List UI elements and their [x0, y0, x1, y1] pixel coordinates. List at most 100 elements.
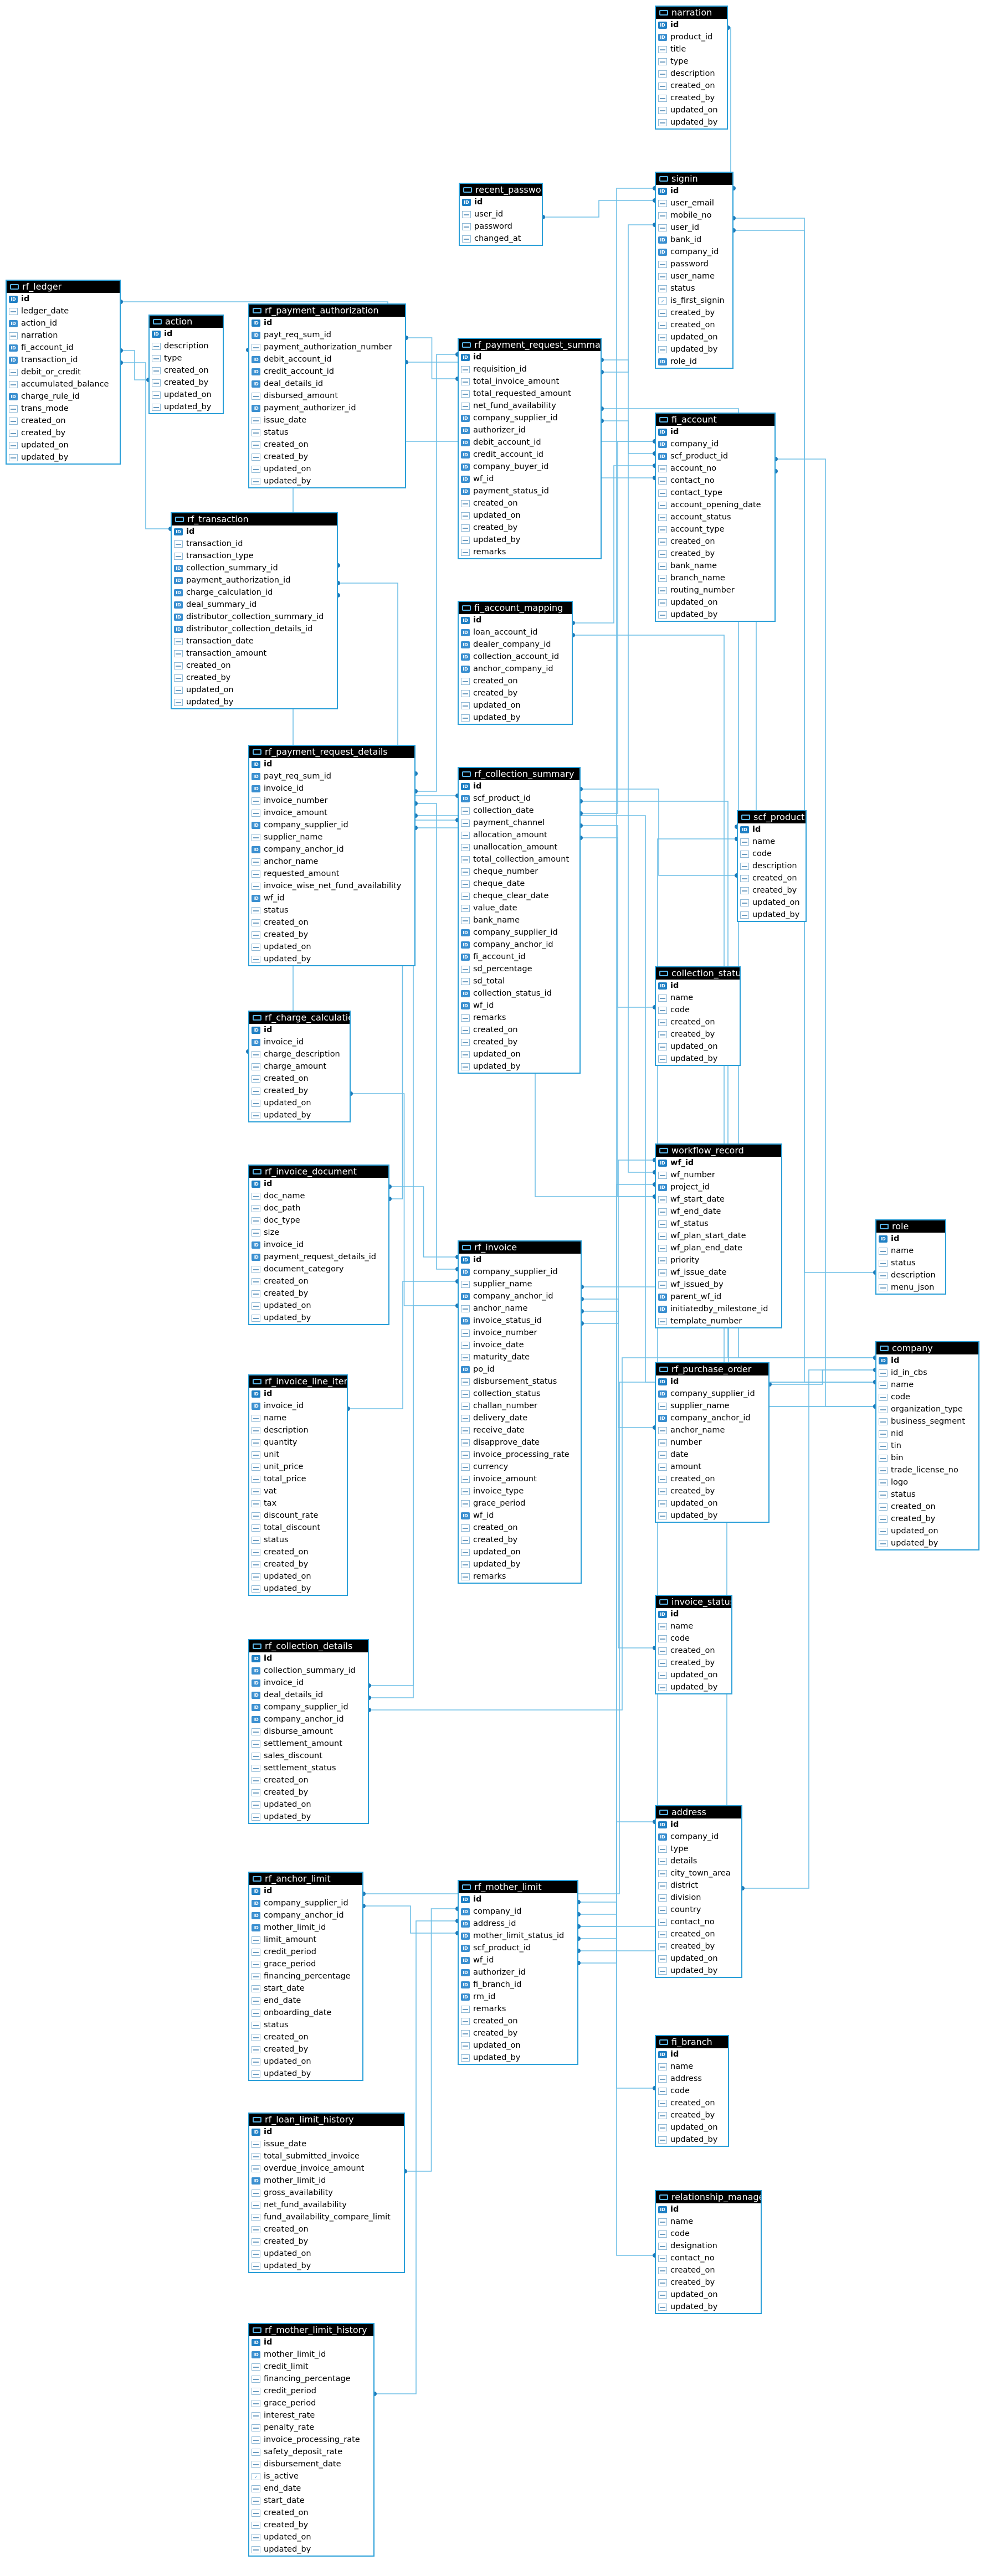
table-row[interactable]: invoice_wise_net_fund_availability: [249, 880, 414, 892]
table-row[interactable]: updated_on: [249, 941, 414, 953]
table-row[interactable]: supplier_name: [249, 831, 414, 843]
table-row[interactable]: created_by: [459, 1036, 579, 1048]
table-row[interactable]: debit_or_credit: [7, 366, 120, 378]
table-row[interactable]: created_on: [459, 497, 601, 509]
table-row[interactable]: credit_period: [249, 1946, 362, 1958]
table-row[interactable]: cheque_clear_date: [459, 890, 579, 902]
table-recent-password[interactable]: recent_passwordIDiduser_idpasswordchange…: [459, 183, 543, 246]
table-row[interactable]: routing_number: [656, 584, 774, 596]
table-row[interactable]: status: [249, 1534, 347, 1546]
table-row[interactable]: updated_by: [150, 401, 223, 413]
table-row[interactable]: created_by: [656, 92, 727, 104]
table-row[interactable]: created_on: [656, 80, 727, 92]
table-row[interactable]: mobile_no: [656, 209, 732, 221]
table-row[interactable]: remarks: [459, 2003, 577, 2015]
table-row[interactable]: value_date: [459, 902, 579, 914]
table-row[interactable]: ledger_date: [7, 305, 120, 317]
table-row[interactable]: logo: [876, 1476, 978, 1488]
table-row[interactable]: updated_on: [249, 1097, 350, 1109]
table-row[interactable]: created_on: [7, 415, 120, 427]
table-row[interactable]: created_by: [656, 1657, 731, 1669]
table-row[interactable]: created_on: [656, 2097, 728, 2109]
table-row[interactable]: updated_by: [656, 1053, 740, 1065]
table-row[interactable]: penalty_rate: [249, 2422, 373, 2434]
table-row[interactable]: user_id: [460, 208, 542, 220]
table-row[interactable]: created_by: [656, 1940, 741, 1952]
table-row[interactable]: status: [249, 426, 405, 439]
table-row[interactable]: account_type: [656, 523, 774, 535]
table-row[interactable]: created_on: [249, 1774, 368, 1786]
table-row[interactable]: disbursement_date: [249, 2458, 373, 2470]
table-row[interactable]: updated_on: [459, 1546, 581, 1558]
table-row[interactable]: updated_by: [656, 2301, 761, 2313]
table-row[interactable]: total_discount: [249, 1522, 347, 1534]
table-row[interactable]: invoice_processing_rate: [249, 2434, 373, 2446]
table-row[interactable]: updated_by: [656, 2134, 728, 2146]
table-row[interactable]: maturity_date: [459, 1351, 581, 1363]
table-row[interactable]: doc_name: [249, 1190, 388, 1202]
table-row[interactable]: disbursed_amount: [249, 390, 405, 402]
table-row[interactable]: updated_by: [249, 1583, 347, 1595]
table-row[interactable]: name: [656, 2060, 728, 2073]
table-row[interactable]: updated_by: [656, 1965, 741, 1977]
table-row[interactable]: type: [150, 352, 223, 364]
table-row[interactable]: disapprove_date: [459, 1436, 581, 1449]
table-row[interactable]: updated_by: [249, 953, 414, 965]
table-header[interactable]: rf_payment_request_summary: [459, 339, 601, 351]
table-row[interactable]: description: [249, 1424, 347, 1436]
table-row[interactable]: updated_on: [656, 104, 727, 116]
table-header[interactable]: role: [876, 1220, 945, 1233]
table-row[interactable]: created_on: [656, 1928, 741, 1940]
table-row[interactable]: total_requested_amount: [459, 388, 601, 400]
table-row[interactable]: issue_date: [249, 2138, 404, 2150]
table-header[interactable]: narration: [656, 7, 727, 19]
table-row[interactable]: unit: [249, 1449, 347, 1461]
table-row[interactable]: updated_on: [656, 1669, 731, 1681]
table-header[interactable]: rf_collection_details: [249, 1640, 368, 1652]
table-row[interactable]: district: [656, 1879, 741, 1892]
table-header[interactable]: signin: [656, 173, 732, 185]
table-row[interactable]: created_by: [656, 2276, 761, 2289]
table-row[interactable]: grace_period: [459, 1497, 581, 1509]
table-header[interactable]: rf_loan_limit_history: [249, 2114, 404, 2126]
table-row[interactable]: updated_on: [459, 509, 601, 522]
table-row[interactable]: anchor_name: [656, 1424, 768, 1436]
table-row[interactable]: branch_name: [656, 572, 774, 584]
table-row[interactable]: gross_availability: [249, 2187, 404, 2199]
table-header[interactable]: company: [876, 1342, 978, 1354]
table-row[interactable]: limit_amount: [249, 1934, 362, 1946]
table-row[interactable]: created_on: [738, 872, 806, 884]
